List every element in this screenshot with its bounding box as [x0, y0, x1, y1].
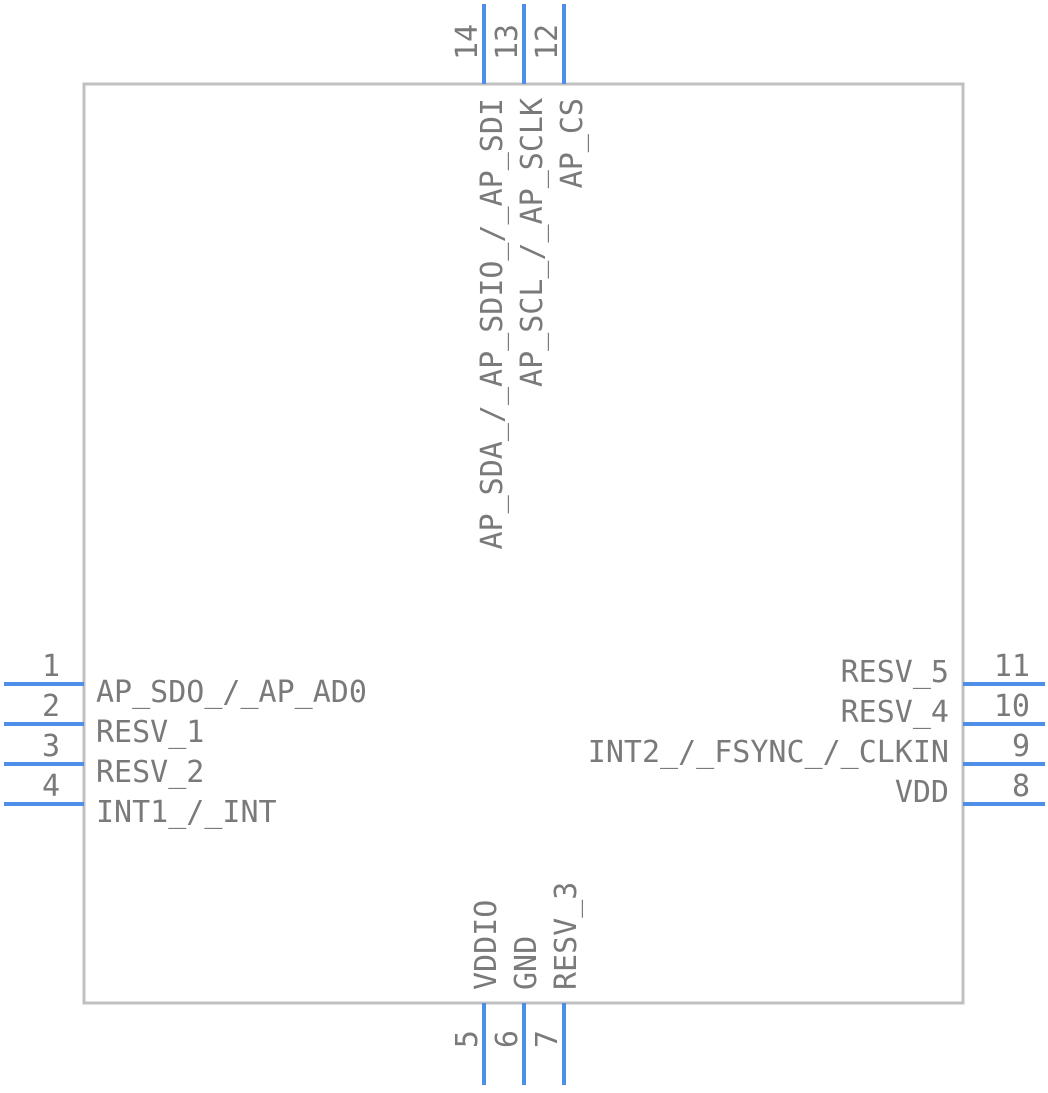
pin-2-label: RESV_1	[96, 715, 204, 750]
pin-7-number: 7	[530, 1030, 565, 1048]
pin-10-number: 10	[994, 689, 1030, 724]
pin-6-number: 6	[490, 1030, 525, 1048]
pin-8-label: VDD	[895, 775, 949, 810]
pin-9-number: 9	[1012, 729, 1030, 764]
pin-7-label: RESV_3	[549, 882, 584, 990]
pin-11-number: 11	[994, 649, 1030, 684]
component-body-outline	[82, 82, 965, 1005]
pin-14-label: AP_SDA_/_AP_SDIO_/_AP_SDI	[475, 98, 510, 550]
pin-4-label: INT1_/_INT	[96, 795, 277, 830]
pin-8-number: 8	[1012, 769, 1030, 804]
pin-12-label: AP_CS	[555, 98, 590, 188]
pin-6-label: GND	[509, 936, 544, 990]
pin-12-number: 12	[530, 24, 565, 60]
pin-1-number: 1	[42, 649, 60, 684]
pin-1-label: AP_SDO_/_AP_AD0	[96, 675, 367, 710]
pin-3-number: 3	[42, 729, 60, 764]
pin-11-label: RESV_5	[841, 655, 949, 690]
pin-5-label: VDDIO	[469, 900, 504, 990]
pin-4-number: 4	[42, 769, 60, 804]
pin-10-label: RESV_4	[841, 695, 949, 730]
pin-2-number: 2	[42, 689, 60, 724]
pin-5-number: 5	[450, 1030, 485, 1048]
pin-13-number: 13	[490, 24, 525, 60]
pin-3-label: RESV_2	[96, 755, 204, 790]
pin-9-label: INT2_/_FSYNC_/_CLKIN	[588, 735, 949, 770]
pin-14-number: 14	[450, 24, 485, 60]
pin-13-label: AP_SCL_/_AP_SCLK	[515, 98, 550, 387]
